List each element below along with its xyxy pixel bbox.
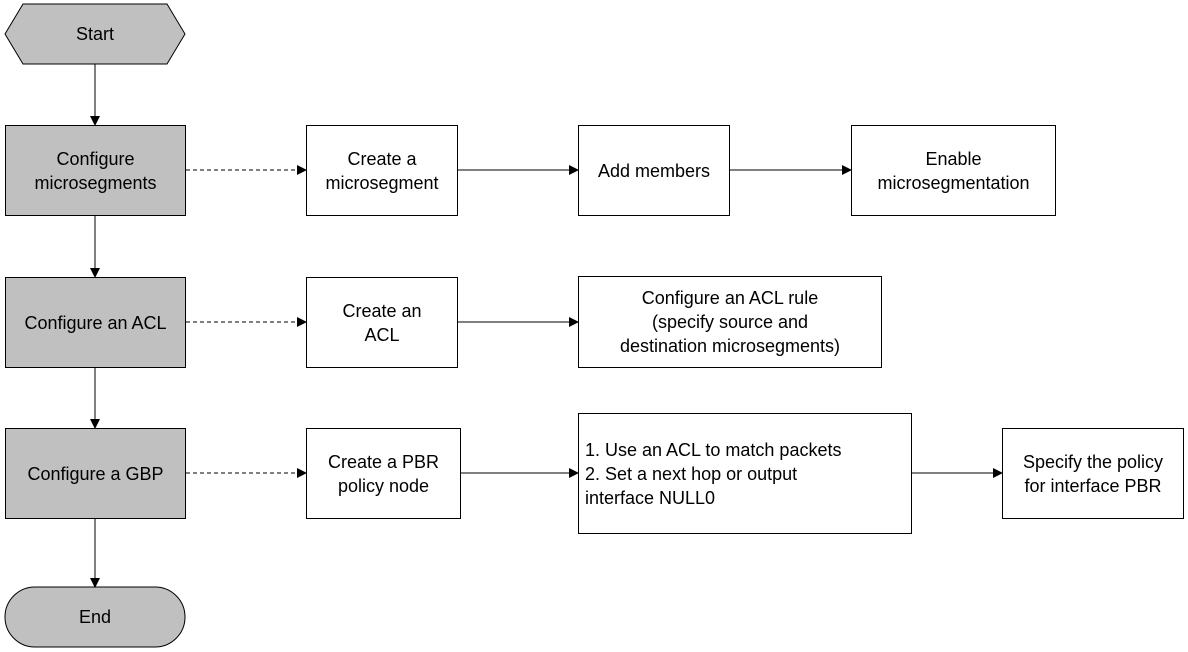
task-label: Specify the policy for interface PBR [1022,451,1164,496]
step-label: Configure microsegments [34,148,157,193]
step-configure-gbp: Configure a GBP [5,428,186,519]
end-label: End [78,607,112,627]
task-label: Create a microsegment [325,148,439,193]
step-configure-acl: Configure an ACL [5,277,186,368]
step-label: Configure an ACL [24,312,167,333]
task-create-pbr-policy-node: Create a PBR policy node [306,428,461,519]
step-label: Configure a GBP [27,463,164,484]
start-terminal: Start [5,4,185,64]
end-terminal: End [5,587,185,647]
task-label: Enable microsegmentation [877,148,1030,193]
step-configure-microsegments: Configure microsegments [5,125,186,216]
task-label: 1. Use an ACL to match packets 2. Set a … [585,439,842,508]
task-add-members: Add members [578,125,730,216]
task-specify-policy-interface-pbr: Specify the policy for interface PBR [1002,428,1184,519]
task-configure-acl-rule: Configure an ACL rule (specify source an… [578,276,882,368]
task-label: Create a PBR policy node [327,451,440,496]
start-terminal-shape [4,3,186,65]
task-create-acl: Create an ACL [306,277,458,368]
start-label: Start [75,24,114,44]
task-match-packets-set-next-hop: 1. Use an ACL to match packets 2. Set a … [578,413,912,534]
task-label: Create an ACL [342,300,422,345]
task-create-microsegment: Create a microsegment [306,125,458,216]
task-label: Add members [597,160,711,181]
task-label: Configure an ACL rule (specify source an… [619,288,841,356]
task-enable-microsegmentation: Enable microsegmentation [851,125,1056,216]
